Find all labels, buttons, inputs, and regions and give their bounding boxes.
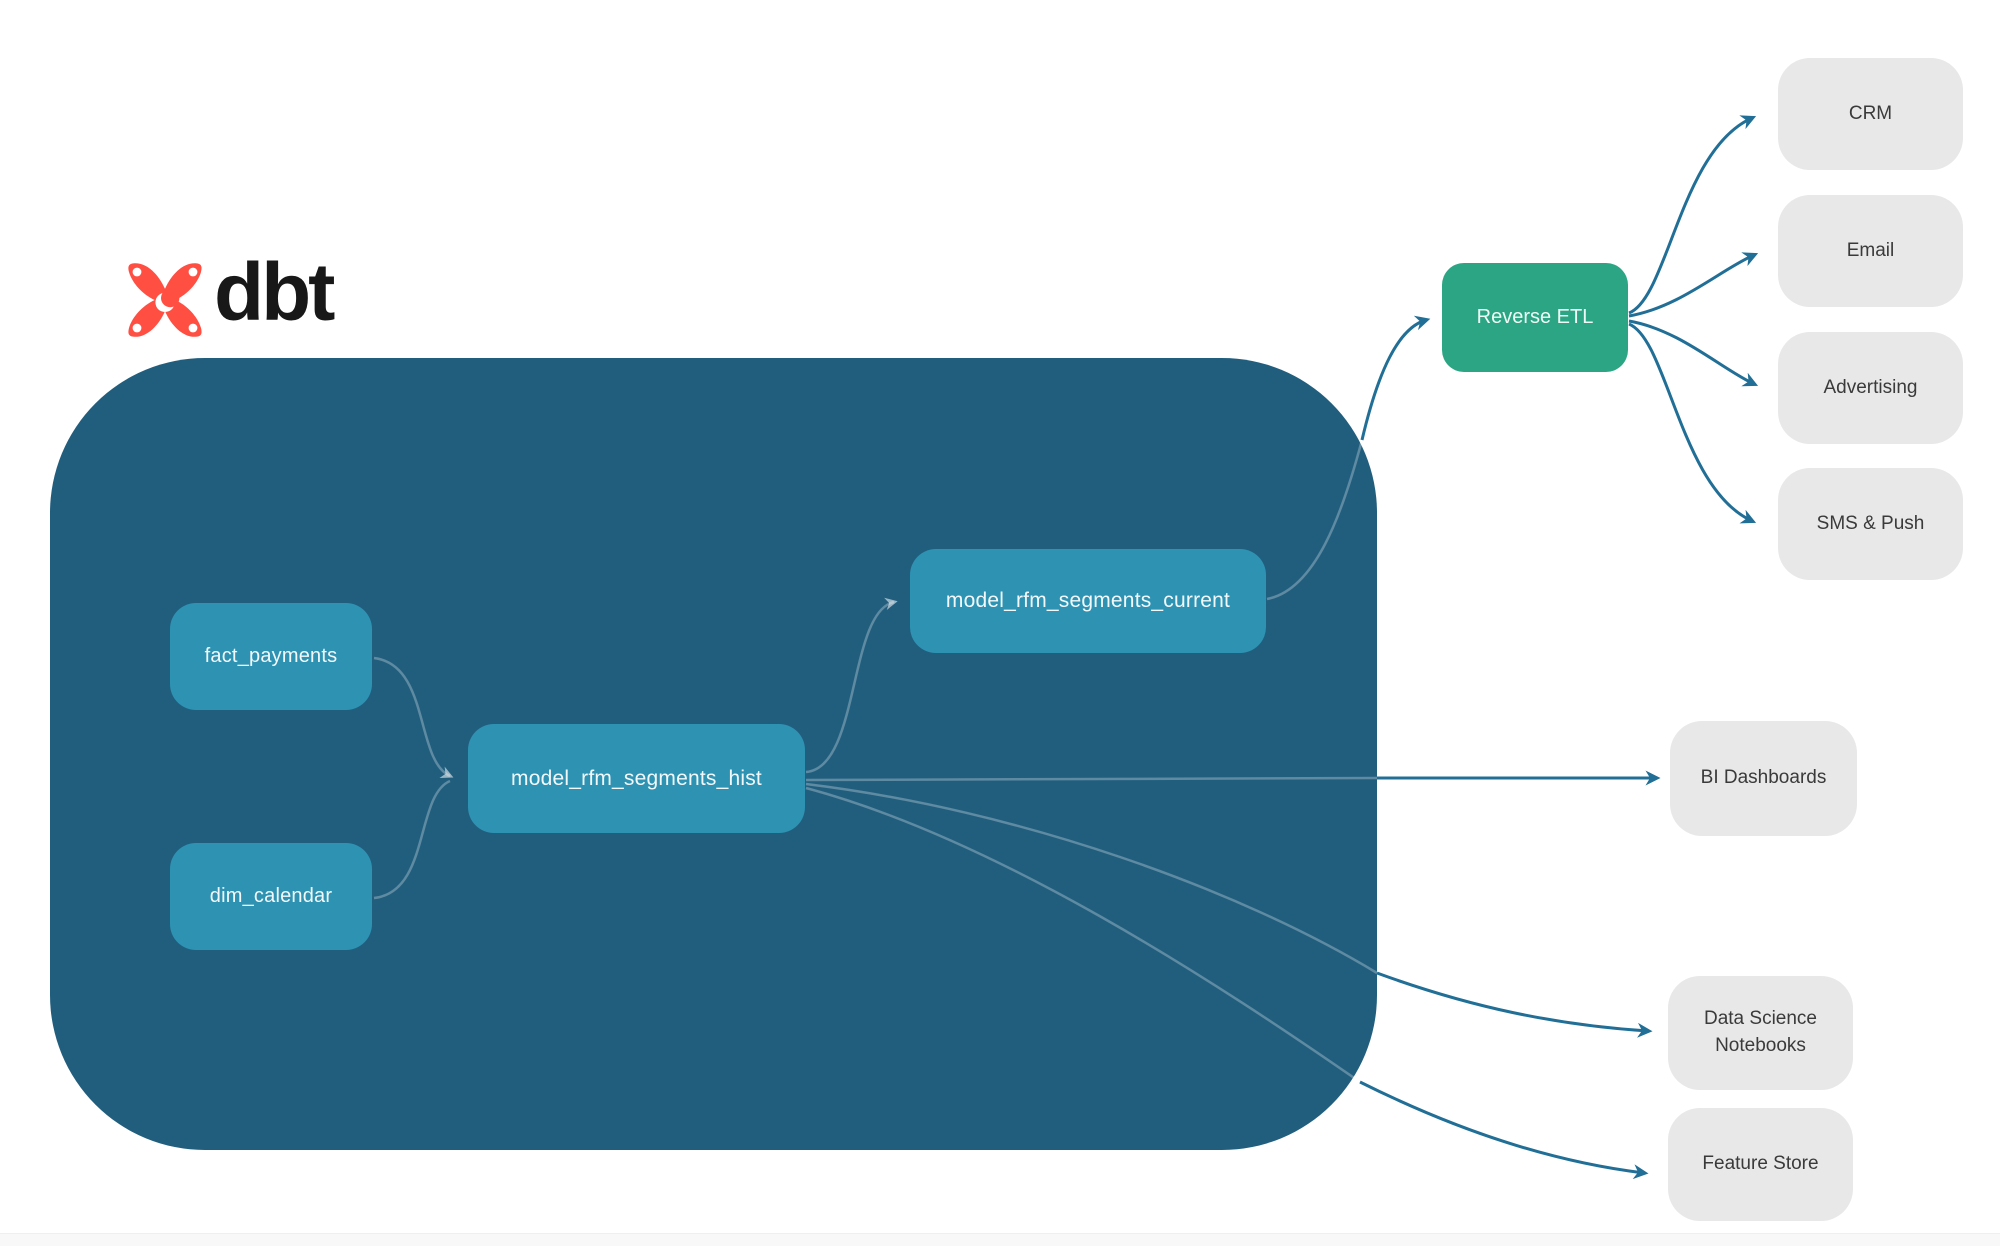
node-model-rfm-segments-current: model_rfm_segments_current (910, 549, 1266, 653)
node-crm-label: CRM (1848, 102, 1893, 124)
node-fact-payments: fact_payments (170, 603, 372, 710)
node-email-label: Email (1846, 239, 1895, 261)
node-bi-dashboards: BI Dashboards (1670, 721, 1857, 836)
bottom-edge-strip (0, 1233, 2000, 1246)
node-email: Email (1778, 195, 1963, 307)
edge-reverse-etl-to-email (1628, 252, 1759, 318)
node-model-rfm-segments-hist: model_rfm_segments_hist (468, 724, 805, 833)
edge-reverse-etl-to-advertising (1628, 319, 1759, 387)
edge-reverse-etl-to-sms (1628, 322, 1757, 524)
node-model-rfm-segments-current-label: model_rfm_segments_current (945, 589, 1231, 612)
node-data-science-notebooks: Data Science Notebooks (1668, 976, 1853, 1090)
node-dim-calendar-label: dim_calendar (209, 885, 333, 907)
edge-hist-to-fs (1359, 1080, 1649, 1180)
node-feature-store: Feature Store (1668, 1108, 1853, 1221)
edge-current-to-reverse-etl (1360, 315, 1431, 441)
node-reverse-etl: Reverse ETL (1442, 263, 1628, 372)
edge-hist-to-ds (1376, 971, 1653, 1038)
node-sms-push-label: SMS & Push (1816, 512, 1925, 534)
node-feature-store-label: Feature Store (1702, 1153, 1819, 1175)
dbt-logo-icon (128, 263, 202, 337)
node-data-science-notebooks-label: Data Science Notebooks (1703, 1008, 1817, 1056)
edge-reverse-etl-to-crm (1628, 115, 1757, 315)
dbt-logo: dbt (124, 247, 335, 340)
node-advertising: Advertising (1778, 332, 1963, 444)
node-sms-push: SMS & Push (1778, 468, 1963, 580)
node-model-rfm-segments-hist-label: model_rfm_segments_hist (511, 766, 762, 790)
node-crm: CRM (1778, 58, 1963, 170)
node-bi-dashboards-label: BI Dashboards (1700, 767, 1827, 789)
node-dim-calendar: dim_calendar (170, 843, 372, 950)
node-fact-payments-label: fact_payments (204, 645, 338, 667)
node-advertising-label: Advertising (1823, 376, 1918, 398)
dbt-wordmark: dbt (214, 247, 335, 338)
node-reverse-etl-label: Reverse ETL (1476, 306, 1594, 328)
